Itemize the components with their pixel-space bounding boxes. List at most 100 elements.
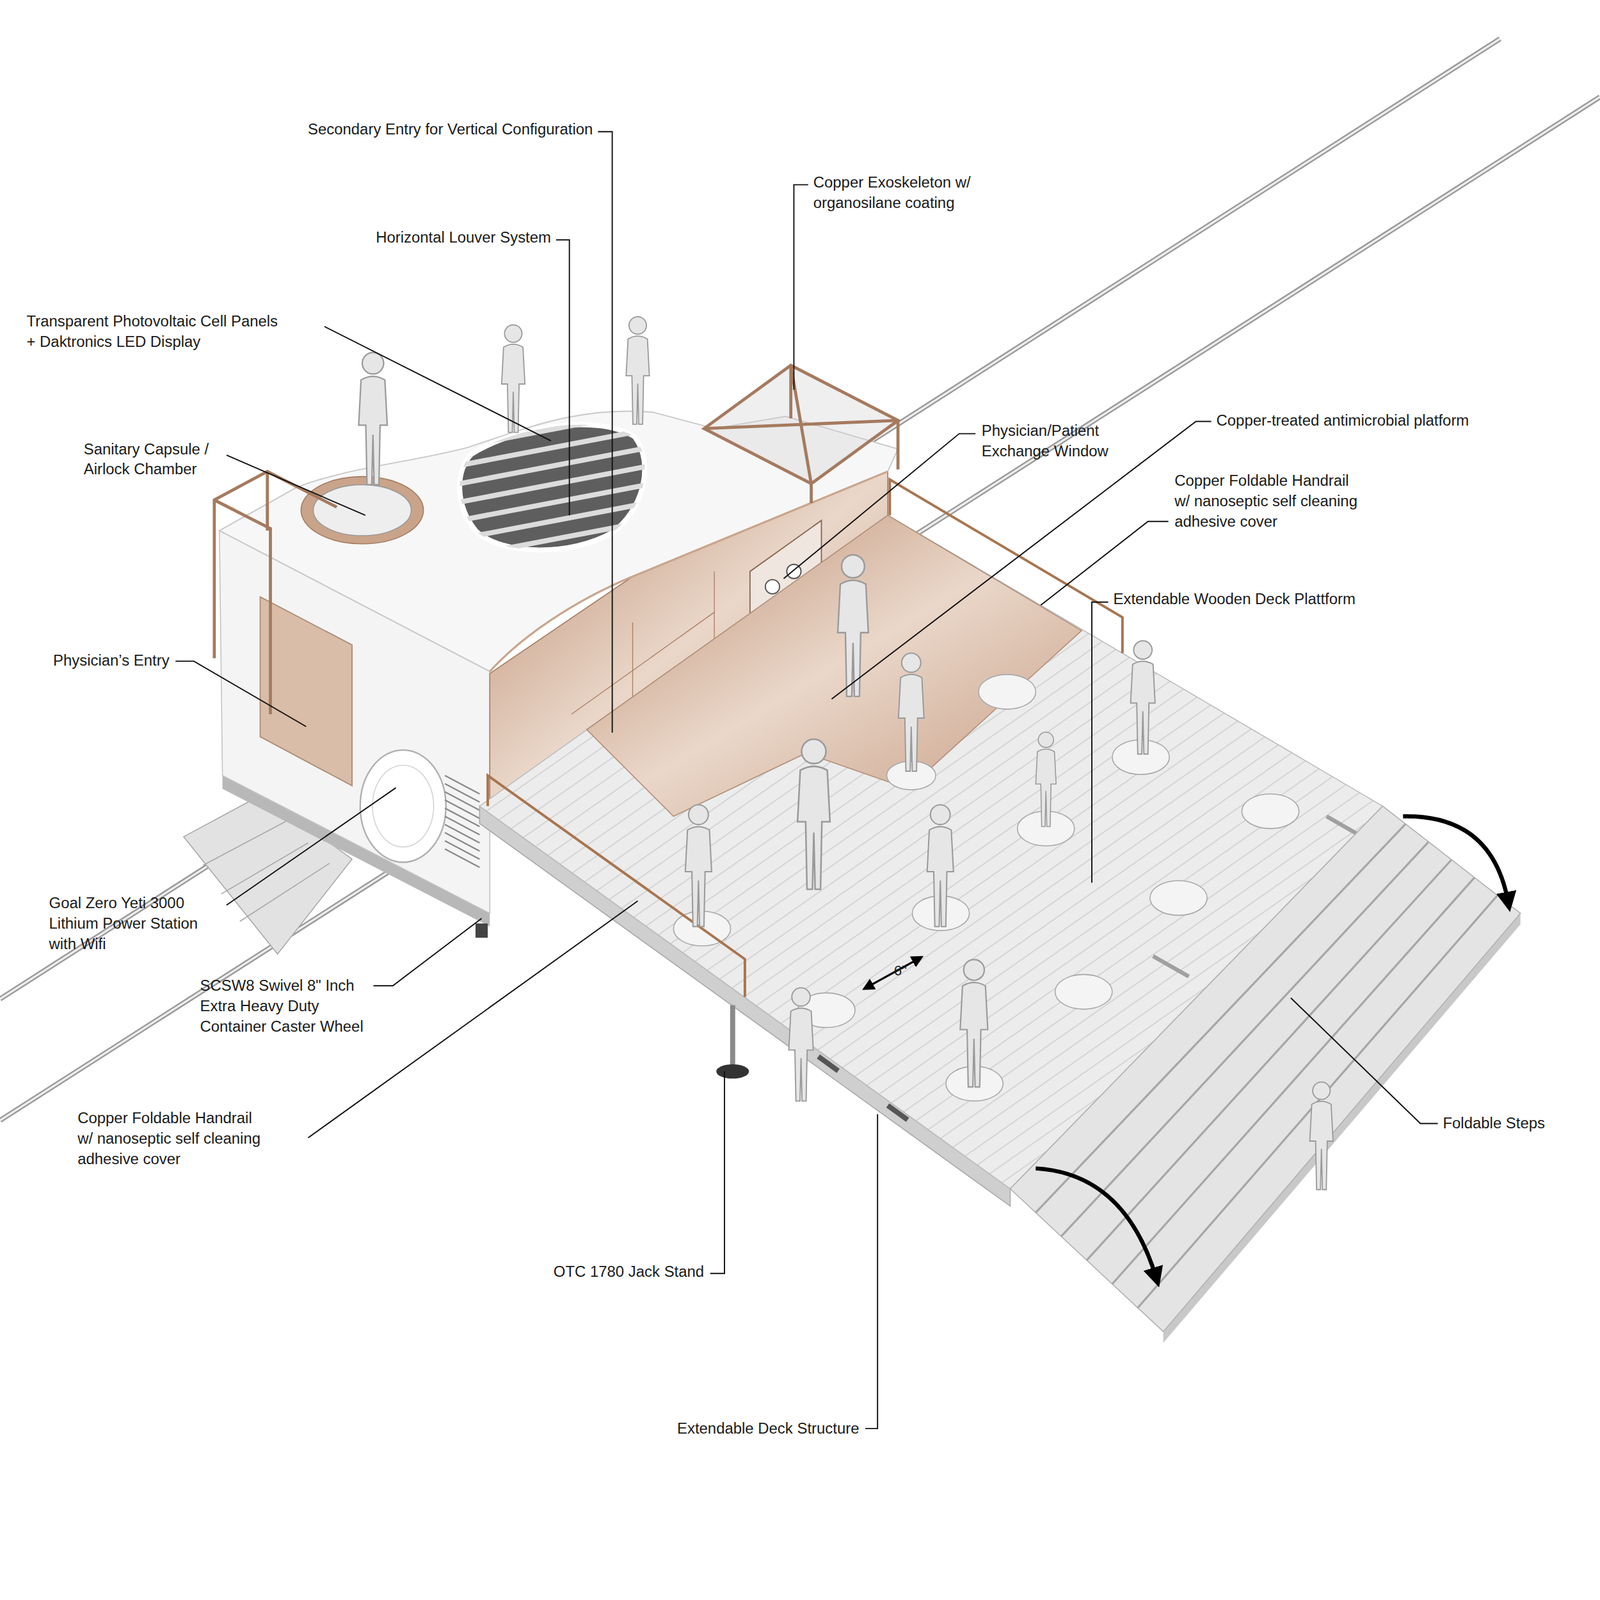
unit-body bbox=[444, 832, 480, 852]
people bbox=[788, 987, 813, 1101]
roof bbox=[449, 444, 664, 486]
standing-pads bbox=[887, 760, 937, 790]
callout-label: Copper Exoskeleton w/ organosilane coati… bbox=[813, 172, 971, 214]
roof bbox=[449, 536, 664, 578]
roof bbox=[449, 408, 664, 450]
people bbox=[1035, 732, 1056, 827]
roof bbox=[449, 463, 664, 505]
unit-body bbox=[444, 800, 480, 819]
people bbox=[358, 352, 388, 485]
foldable-steps bbox=[1035, 823, 1497, 1308]
roof bbox=[449, 499, 664, 541]
unit-body bbox=[475, 923, 488, 938]
callout-label: Horizontal Louver System bbox=[375, 227, 552, 249]
copper-exoskeleton bbox=[704, 365, 898, 504]
unit-body bbox=[444, 775, 480, 868]
unit-body bbox=[372, 765, 434, 848]
foldable-steps bbox=[1009, 806, 1520, 1344]
leader-lines bbox=[324, 326, 552, 441]
leader-lines bbox=[1091, 602, 1109, 883]
standing-pads bbox=[1017, 811, 1075, 847]
callout-label: 6" bbox=[894, 960, 907, 981]
entry-stairs bbox=[240, 863, 330, 922]
jack-stand bbox=[716, 1004, 749, 1079]
roof bbox=[300, 476, 424, 544]
leader-lines bbox=[831, 421, 1211, 699]
entry-stairs bbox=[221, 842, 309, 895]
callout-label: Copper-treated antimicrobial platform bbox=[1216, 410, 1470, 431]
callout-label: Foldable Steps bbox=[1442, 1112, 1545, 1134]
leader-lines bbox=[226, 787, 397, 905]
people bbox=[1130, 640, 1156, 754]
roof bbox=[449, 518, 664, 560]
fold-arrows bbox=[1402, 816, 1508, 902]
callout-label: Copper Foldable Handrail w/ nanoseptic s… bbox=[77, 1108, 261, 1170]
callout-label: Sanitary Capsule / Airlock Chamber bbox=[83, 439, 209, 480]
foldable-steps bbox=[1112, 877, 1475, 1284]
standing-pads bbox=[1150, 880, 1208, 916]
unit-body bbox=[444, 816, 480, 836]
foldable-steps bbox=[1009, 806, 1520, 1332]
people bbox=[358, 316, 1333, 1190]
people bbox=[501, 325, 525, 433]
people bbox=[797, 739, 831, 889]
people bbox=[898, 653, 925, 772]
leader-lines bbox=[597, 131, 612, 733]
handrails bbox=[487, 775, 745, 998]
unit-body bbox=[444, 840, 480, 860]
unit-body bbox=[444, 824, 480, 843]
deck bbox=[586, 515, 1082, 816]
copper-exoskeleton bbox=[214, 471, 337, 715]
leader-lines bbox=[1290, 997, 1439, 1124]
callout-label: Goal Zero Yeti 3000 Lithium Power Statio… bbox=[49, 892, 199, 955]
entry-stairs bbox=[202, 821, 286, 866]
jack-stand bbox=[730, 1004, 736, 1067]
jack-stand bbox=[716, 1064, 749, 1079]
foldable-steps bbox=[1137, 895, 1498, 1308]
callout-label: Extendable Wooden Deck Plattform bbox=[1112, 588, 1355, 610]
leader-lines bbox=[783, 433, 976, 579]
leader-lines bbox=[226, 455, 366, 516]
leader-lines bbox=[865, 1114, 878, 1429]
callout-label: Secondary Entry for Vertical Configurati… bbox=[307, 119, 593, 141]
unit-body bbox=[765, 579, 780, 594]
leader-lines bbox=[556, 240, 570, 516]
callout-label: OTC 1780 Jack Stand bbox=[553, 1261, 704, 1282]
standing-pads bbox=[978, 674, 1036, 710]
deck bbox=[1153, 956, 1190, 977]
leader-lines bbox=[175, 661, 306, 727]
unit-body bbox=[444, 808, 480, 827]
foldable-steps bbox=[1086, 859, 1452, 1261]
unit-body bbox=[444, 791, 480, 811]
people bbox=[1310, 1082, 1334, 1190]
people bbox=[927, 805, 954, 927]
unit-body bbox=[260, 597, 352, 786]
leader-lines bbox=[710, 1071, 725, 1274]
roof bbox=[449, 481, 664, 523]
leader-lines bbox=[793, 184, 808, 390]
callout-label: SCSW8 Swivel 8" Inch Extra Heavy Duty Co… bbox=[200, 975, 364, 1037]
callout-label: Physician/Patient Exchange Window bbox=[981, 420, 1109, 462]
leader-lines bbox=[175, 131, 1438, 1429]
roof bbox=[312, 484, 411, 536]
callout-label: Physician’s Entry bbox=[53, 650, 170, 671]
dimension-line bbox=[864, 957, 921, 989]
standing-pads bbox=[1241, 793, 1299, 829]
unit-body bbox=[444, 783, 480, 802]
unit-body bbox=[360, 750, 447, 863]
standing-pads bbox=[1055, 974, 1113, 1010]
roof bbox=[449, 426, 664, 468]
people bbox=[625, 316, 649, 425]
unit-body bbox=[444, 775, 480, 795]
fold-arrows bbox=[1035, 1168, 1156, 1279]
callout-label: Extendable Deck Structure bbox=[677, 1418, 859, 1439]
roof bbox=[449, 408, 664, 578]
people bbox=[960, 959, 988, 1087]
handrails bbox=[487, 479, 1123, 997]
callout-label: Transparent Photovoltaic Cell Panels + D… bbox=[26, 311, 278, 352]
fold-arrows bbox=[1035, 816, 1508, 1278]
unit-body bbox=[444, 849, 480, 868]
callout-label: Copper Foldable Handrail w/ nanoseptic s… bbox=[1174, 470, 1358, 532]
